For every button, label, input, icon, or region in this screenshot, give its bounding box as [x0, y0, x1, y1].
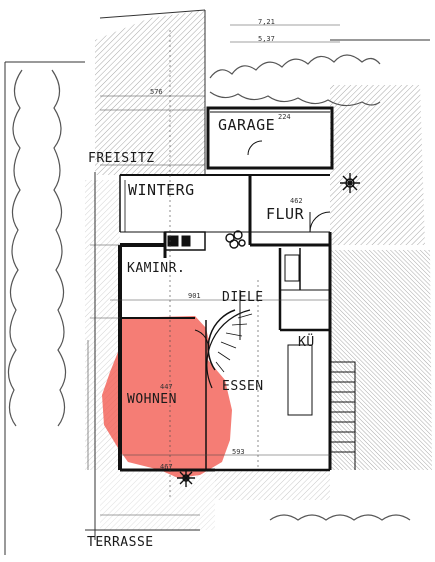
dimension-label: 224 [278, 113, 291, 121]
room-label-garage: GARAGE [218, 116, 276, 134]
room-label-essen: ESSEN [222, 379, 264, 394]
dimension-label: 901 [188, 292, 201, 300]
hedge-left [7, 69, 67, 427]
room-label-wohnen: WOHNEN [127, 392, 177, 407]
room-label-terrasse: TERRASSE [87, 535, 154, 550]
dimension-label: 447 [160, 383, 173, 391]
room-label-ku: KÜ [298, 335, 315, 350]
dimension-label: 7,21 [258, 18, 275, 26]
room-label-diele: DIELE [222, 290, 264, 305]
plant-icons [177, 173, 360, 487]
hedge-bottom [269, 514, 411, 521]
dimension-label: 467 [160, 463, 173, 471]
dimension-lines [87, 24, 340, 516]
walls [118, 106, 356, 472]
room-label-kaminr: KAMINR. [127, 261, 186, 276]
dimension-label: 5,37 [258, 35, 275, 43]
hedge-top [209, 54, 381, 107]
room-label-winterg: WINTERG [128, 181, 195, 199]
dimension-label: 462 [290, 197, 303, 205]
room-label-flur: FLUR [266, 205, 305, 223]
dimension-label: 576 [150, 88, 163, 96]
dimension-label: 593 [232, 448, 245, 456]
site-lines [4, 9, 430, 555]
room-label-freisitz: FREISITZ [88, 151, 155, 166]
wohnen-highlight [102, 316, 232, 478]
